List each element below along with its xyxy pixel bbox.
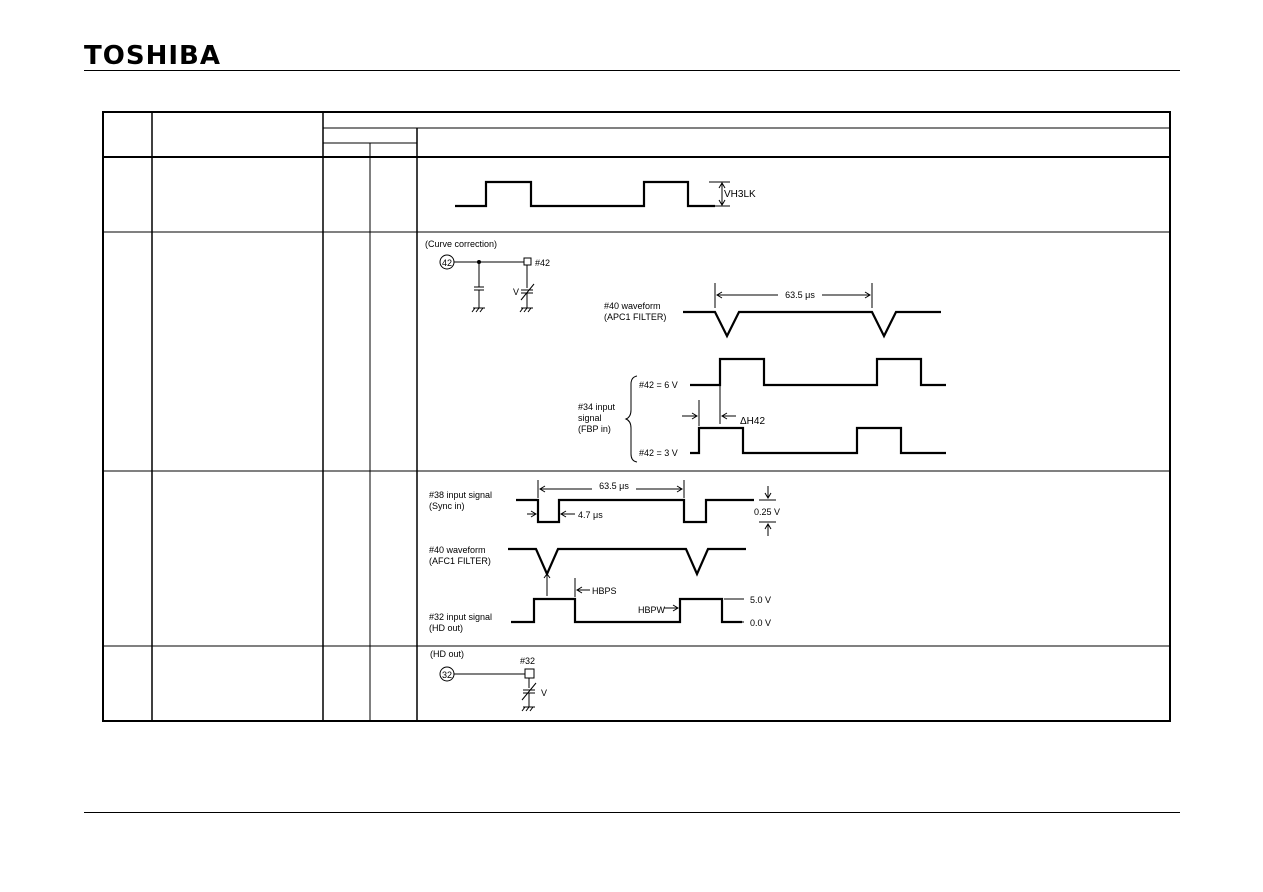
hbps-label: HBPS bbox=[592, 586, 617, 596]
fbp-input-label-1: #34 input bbox=[578, 402, 616, 412]
fbp-input-label-3: (FBP in) bbox=[578, 424, 611, 434]
hdout-title: (HD out) bbox=[430, 649, 464, 659]
terminal-42-label: #42 bbox=[535, 258, 550, 268]
curve-title: (Curve correction) bbox=[425, 239, 497, 249]
table-grid bbox=[102, 111, 1171, 722]
footer-rule bbox=[84, 812, 1180, 813]
sync-label-2: (Sync in) bbox=[429, 501, 465, 511]
delta-h42-label: ΔH42 bbox=[740, 416, 765, 427]
afc-label-2: (AFC1 FILTER) bbox=[429, 556, 491, 566]
cond-low-label: #42 = 3 V bbox=[639, 448, 678, 458]
pin-42-label: 42 bbox=[442, 258, 452, 268]
sync-label-1: #38 input signal bbox=[429, 490, 492, 500]
pin-32-label: 32 bbox=[442, 670, 452, 680]
vblk-waveform bbox=[455, 180, 730, 208]
v-low-label: 0.0 V bbox=[750, 618, 771, 628]
hd-period-bg bbox=[592, 481, 636, 492]
terminal-32-label: #32 bbox=[520, 656, 535, 666]
curve-v-label: V bbox=[513, 287, 519, 297]
fbp-input-label-2: signal bbox=[578, 413, 602, 423]
afc-label-1: #40 waveform bbox=[429, 545, 486, 555]
afc-waveform bbox=[508, 547, 746, 597]
apc-period-label: 63.5 μs bbox=[785, 290, 815, 300]
v-high-label: 5.0 V bbox=[750, 595, 771, 605]
hd-label-2: (HD out) bbox=[429, 623, 463, 633]
apc-wave-label-1: #40 waveform bbox=[604, 301, 661, 311]
hd-label-1: #32 input signal bbox=[429, 612, 492, 622]
hdout-v-label: V bbox=[541, 688, 547, 698]
period-label-bg bbox=[778, 289, 822, 300]
toshiba-logo: TOSHIBA bbox=[84, 41, 221, 71]
fbp-waveforms bbox=[624, 357, 946, 463]
vblk-label: VH3LK bbox=[724, 189, 756, 200]
curve-circuit bbox=[439, 254, 535, 313]
hdout-circuit bbox=[439, 666, 537, 712]
apc-wave-label-2: (APC1 FILTER) bbox=[604, 312, 666, 322]
sync-waveform bbox=[516, 480, 776, 536]
header-rule bbox=[84, 70, 1180, 71]
pulse-width-label: 4.7 μs bbox=[578, 510, 603, 520]
hbpw-label: HBPW bbox=[638, 605, 666, 615]
cond-high-label: #42 = 6 V bbox=[639, 380, 678, 390]
hd-period-label: 63.5 μs bbox=[599, 481, 629, 491]
hd-out-waveform bbox=[511, 586, 744, 624]
sync-amp-label: 0.25 V bbox=[754, 507, 780, 517]
